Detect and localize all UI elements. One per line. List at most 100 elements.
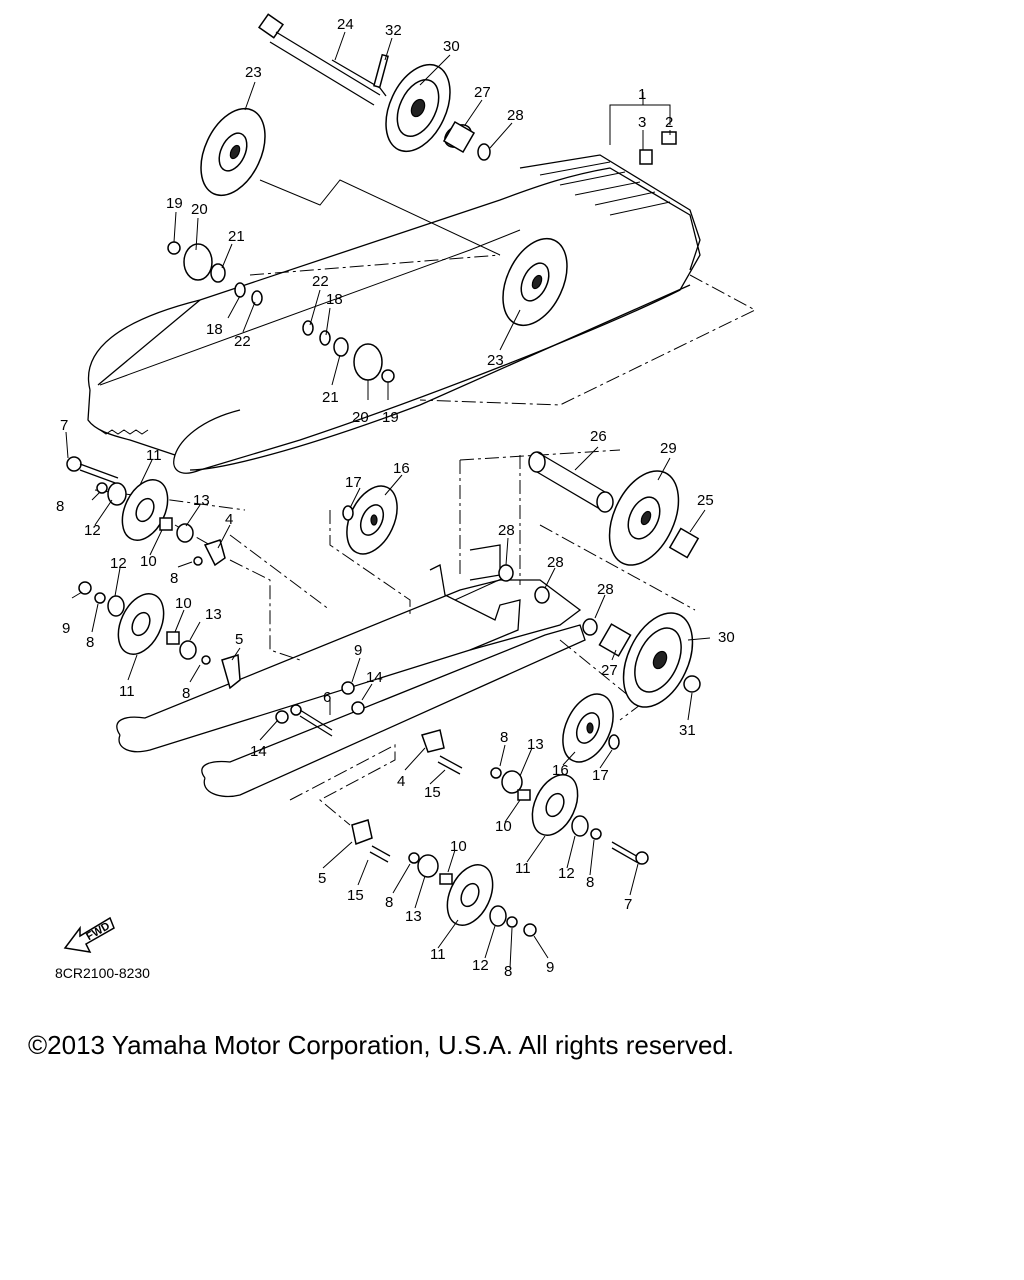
callout-15-b: 15 [347, 887, 364, 904]
callout-25: 25 [697, 492, 714, 509]
callout-12-c: 12 [558, 865, 575, 882]
fwd-arrow-icon: FWD [63, 916, 115, 953]
callout-29: 29 [660, 440, 677, 457]
washer-28-a [498, 564, 514, 582]
callout-22-a: 22 [234, 333, 251, 350]
callout-14-b: 14 [250, 743, 267, 760]
callout-9-left: 9 [62, 620, 70, 637]
callout-3: 3 [638, 114, 646, 131]
wheel-23-upper-left [200, 107, 266, 197]
collar-27-upper [442, 120, 476, 154]
callout-15-a: 15 [424, 784, 441, 801]
callout-28-upper: 28 [507, 107, 524, 124]
callout-27-upper: 27 [474, 84, 491, 101]
callout-13-a: 13 [193, 492, 210, 509]
wheel-11-bottom [351, 819, 537, 937]
collar-27-lower [598, 623, 632, 657]
callout-8-c: 8 [86, 634, 94, 651]
callout-8-g: 8 [385, 894, 393, 911]
callout-8-e: 8 [500, 729, 508, 746]
wheel-16-upper [346, 485, 398, 555]
track-hardware [167, 241, 395, 383]
callout-9-center: 9 [354, 642, 362, 659]
callout-21-upper: 21 [228, 228, 245, 245]
callout-28-c: 28 [547, 554, 564, 571]
callout-11-top: 11 [146, 447, 162, 464]
callout-17-lower: 17 [592, 767, 609, 784]
shaft-24 [257, 13, 387, 106]
wheel-29 [608, 470, 680, 566]
callout-18-b: 18 [326, 291, 343, 308]
nut-31 [683, 675, 701, 693]
callout-14-a: 14 [366, 669, 383, 686]
callout-23-lower: 23 [487, 352, 504, 369]
callout-23-upper: 23 [245, 64, 262, 81]
callout-2: 2 [665, 114, 673, 131]
callout-8-f: 8 [586, 874, 594, 891]
track-clip-3 [639, 149, 653, 165]
callout-13-c: 13 [527, 736, 544, 753]
wheel-11-top-left [66, 456, 226, 567]
callout-7-right: 7 [624, 896, 632, 913]
callout-18-a: 18 [206, 321, 223, 338]
wheel-23-lower [502, 237, 568, 327]
callout-11-center: 11 [515, 860, 531, 877]
callout-19-upper: 19 [166, 195, 183, 212]
copyright-notice: ©2013 Yamaha Motor Corporation, U.S.A. A… [28, 1030, 735, 1060]
callout-4-center: 4 [397, 773, 405, 790]
callout-24: 24 [337, 16, 354, 33]
washer-28-b [534, 586, 550, 604]
callout-21-lower: 21 [322, 389, 339, 406]
callout-12-a: 12 [84, 522, 101, 539]
wheel-16-lower [562, 693, 614, 763]
callout-22-b: 22 [312, 273, 329, 290]
callout-8-b: 8 [170, 570, 178, 587]
shaft-26 [528, 451, 614, 513]
callout-27-lower: 27 [601, 662, 618, 679]
wheel-30-upper [385, 63, 451, 153]
collar-25 [668, 527, 700, 559]
callout-1: 1 [638, 86, 646, 103]
callout-10-a: 10 [140, 553, 157, 570]
callout-28-b: 28 [498, 522, 515, 539]
callout-11-bottom: 11 [430, 946, 446, 963]
callout-17-upper: 17 [345, 474, 362, 491]
callout-30-lower: 30 [718, 629, 735, 646]
slide-rail-frame [116, 544, 586, 798]
callout-31: 31 [679, 722, 696, 739]
washer-28-upper [477, 143, 491, 161]
callout-28-d: 28 [597, 581, 614, 598]
callout-16-lower: 16 [552, 762, 569, 779]
callout-11-left: 11 [119, 683, 135, 700]
rear-shaft-assembly [498, 451, 701, 708]
callout-5-center: 5 [318, 870, 326, 887]
callout-32: 32 [385, 22, 402, 39]
callout-5-left: 5 [235, 631, 243, 648]
washer-17-lower [608, 734, 620, 750]
callout-8-a: 8 [56, 498, 64, 515]
callout-20-upper: 20 [191, 201, 208, 218]
track-suspension-parts-diagram: FWD 8CR2100-8230 1 2 3 24 32 30 27 28 23… [55, 13, 757, 981]
callout-16-upper: 16 [393, 460, 410, 477]
callout-19-lower: 19 [382, 409, 399, 426]
callout-13-d: 13 [405, 908, 422, 925]
callout-8-d: 8 [182, 685, 190, 702]
callout-6: 6 [323, 689, 331, 706]
callout-10-b: 10 [175, 595, 192, 612]
callout-13-b: 13 [205, 606, 222, 623]
callout-4-left: 4 [225, 511, 233, 528]
washer-28-c [582, 618, 598, 636]
track-belt [87, 131, 701, 474]
part-code: 8CR2100-8230 [55, 965, 150, 981]
callout-12-b: 12 [110, 555, 127, 572]
callout-9-bottom: 9 [546, 959, 554, 976]
callout-10-d: 10 [450, 838, 467, 855]
wheel-30-lower [622, 612, 694, 708]
wheel-11-lower-center [490, 767, 649, 865]
pin-32 [373, 53, 389, 89]
callout-26: 26 [590, 428, 607, 445]
track-clip-2 [661, 131, 677, 145]
upper-idler-assembly [200, 13, 568, 327]
callout-7-left: 7 [60, 417, 68, 434]
callout-20-lower: 20 [352, 409, 369, 426]
